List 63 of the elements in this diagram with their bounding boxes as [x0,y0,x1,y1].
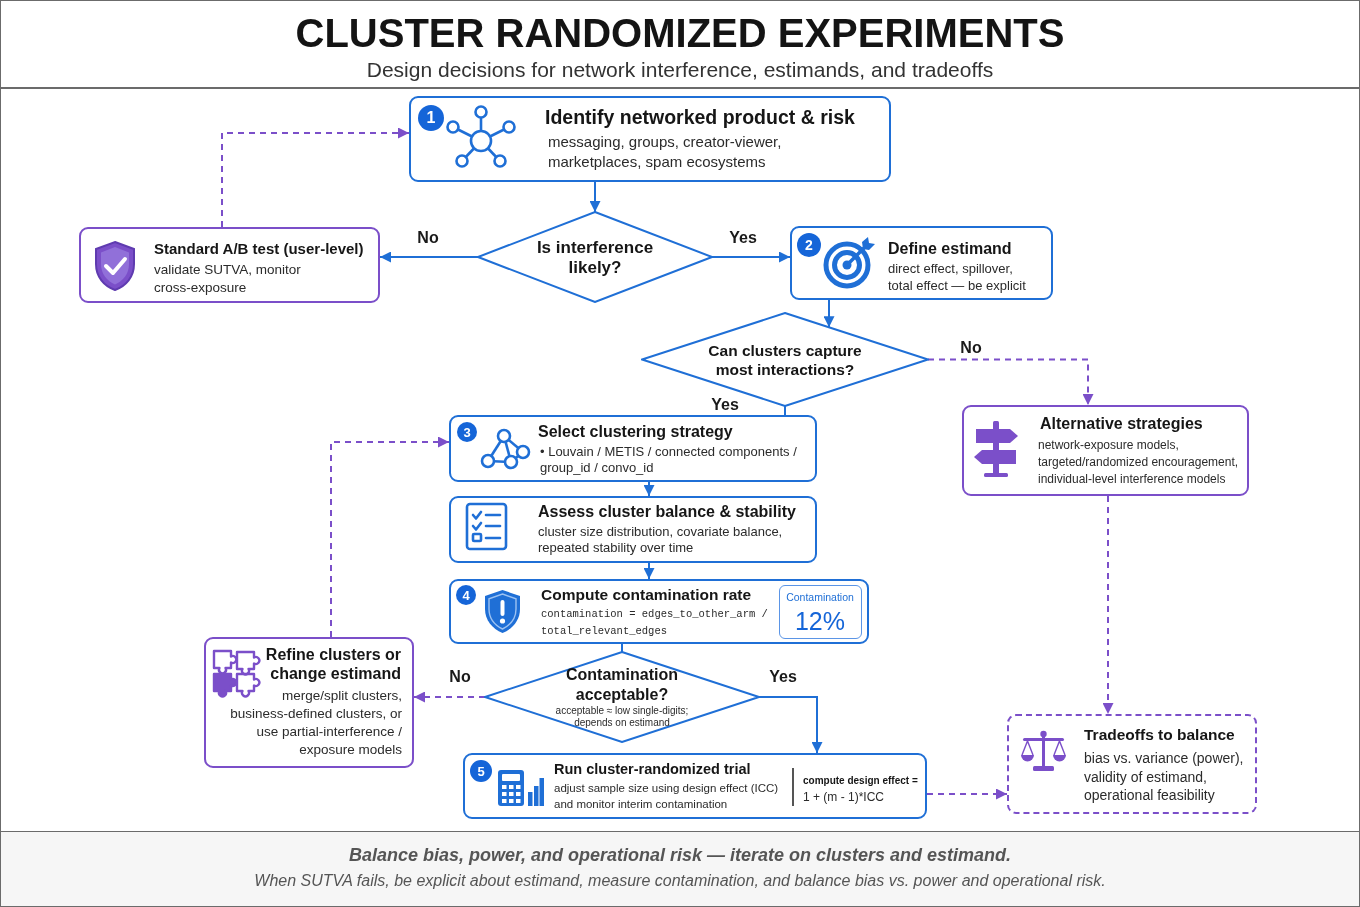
dashed-arrow [330,436,450,638]
process-box [449,496,817,563]
arrow [823,299,835,329]
arrow [643,481,655,497]
step-description: bias vs. variance (power), validity of estimand, operational feasibility [1084,749,1245,805]
step-description: validate SUTVA, monitor cross-exposure [154,261,302,297]
arrow [758,696,823,754]
arrow [379,251,479,263]
step-title: Run cluster-randomized trial [554,760,752,778]
step-title: Define estimand [888,239,1013,259]
decision-note: acceptable ≈ low single-digits; depends on estimand [554,705,690,729]
step-description: messaging, groups, creator-viewer, marketplaces, spam ecosystems [548,132,783,172]
process-box [790,226,1053,300]
dashed-arrow [413,691,486,703]
process-box [1007,714,1257,814]
metric-value: 12% [793,606,846,635]
process-box [449,415,817,482]
metric-box [779,585,862,639]
process-box [409,96,891,182]
step-title: Compute contamination rate [541,585,753,604]
step-title: Tradeoffs to balance [1084,725,1236,745]
step-title: Alternative strategies [1040,414,1204,433]
process-box [204,637,414,768]
decision-diamond [484,651,760,743]
step-number-badge: 3 [457,422,477,442]
formula-text: contamination = edges_to_other_arm / total_relevant_edges [541,607,769,639]
process-box [449,579,869,644]
step-number-badge: 2 [797,233,821,257]
step-title: Identify networked product & risk [545,105,856,129]
step-description: merge/split clusters, business-defined clusters, or use partial-interference / exposure models [230,687,402,759]
decision-question: Is interference likely? [535,238,655,278]
decision-diamond [477,211,713,303]
step-description: cluster size distribution, covariate balance, repeated stability over time [538,524,784,556]
process-box [962,405,1249,496]
page-title: CLUSTER RANDOMIZED EXPERIMENTS [295,10,1065,56]
formula-label: compute design effect = [803,774,919,788]
decision-question: Can clusters capture most interactions? [707,341,863,379]
step-number-badge: 5 [470,760,492,782]
step-description: network-exposure models, targeted/randomized encouragement, individual-level interference models [1038,437,1240,488]
dashed-arrow [926,788,1008,800]
footer-note: When SUTVA fails, be explicit about estimand, measure contamination, and balance bias vs. power and operational risk. [254,871,1106,890]
step-title: Select clustering strategy [538,422,734,441]
step-title: Assess cluster balance & stability [538,502,797,521]
dashed-arrow [221,127,410,228]
step-number-badge: 1 [418,105,444,131]
footer-summary: Balance bias, power, and operational risk — iterate on clusters and estimand. [348,844,1012,866]
step-description: direct effect, spillover, total effect — be explicit [888,260,1027,294]
process-box [79,227,380,303]
step-number-badge: 4 [456,585,476,605]
step-description: adjust sample size using design effect (ICC) and monitor interim contamination [554,781,780,812]
step-title: Standard A/B test (user-level) [154,239,365,259]
decision-question: Contamination acceptable? [565,665,679,705]
step-title: Refine clusters or change estimand [264,645,401,683]
formula-text: 1 + (m - 1)*ICC [803,789,885,805]
arrow [589,181,601,213]
dashed-arrow [927,358,1094,406]
arrow [643,562,655,580]
dashed-arrow [1102,495,1114,715]
metric-label: Contamination [785,590,855,604]
step-description: • Louvain / METIS / connected components / group_id / convo_id [540,444,798,476]
page-subtitle: Design decisions for network interference, estimands, and tradeoffs [366,57,994,83]
arrow [711,251,791,263]
process-box [463,753,927,819]
